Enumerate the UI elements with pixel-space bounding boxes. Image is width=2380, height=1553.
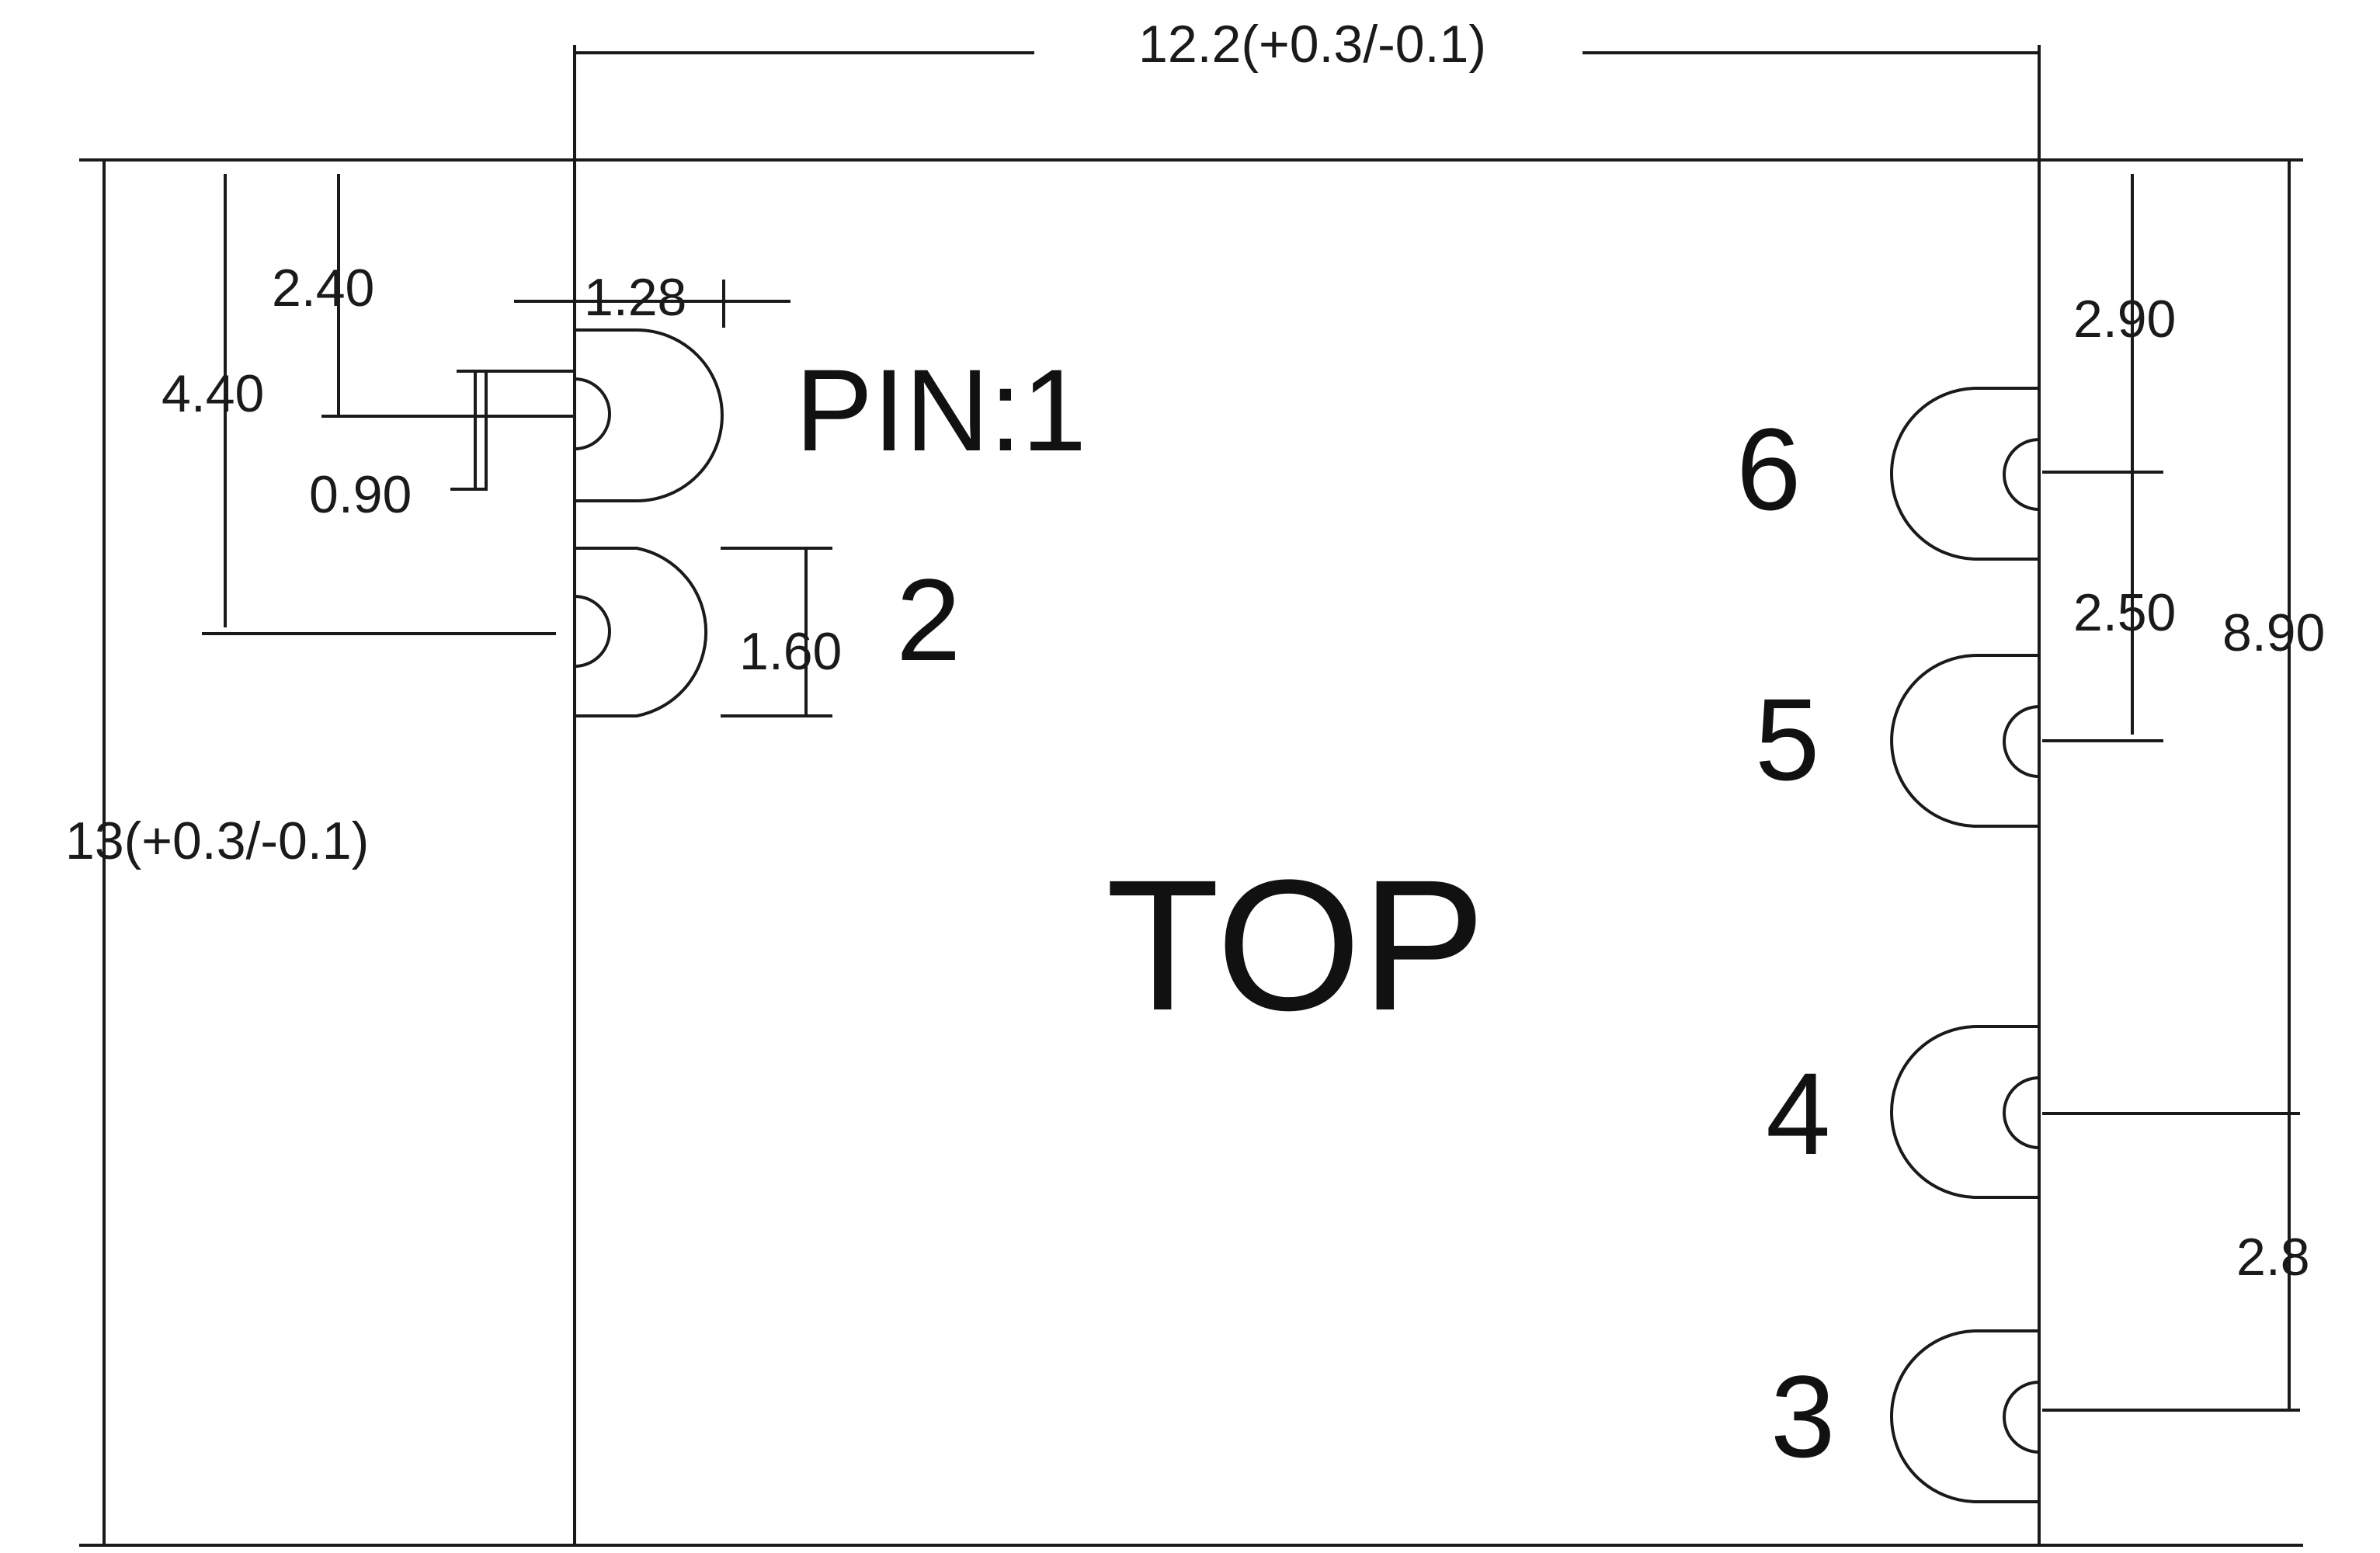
pin2-offset-dimension-lines [202, 174, 556, 635]
right-span-label: 8.90 [2222, 603, 2325, 662]
pin-1-label: PIN:1 [795, 345, 1086, 475]
pin-3-pad [1890, 1329, 2041, 1503]
pin1-offset-label: 2.40 [272, 259, 374, 318]
width-dimension: 12.2(+0.3/-0.1) [1138, 15, 1486, 74]
pad-width-label: 1.28 [584, 268, 686, 327]
pin-2-pad [572, 547, 708, 717]
pin-3-label: 3 [1770, 1351, 1835, 1482]
pin-6-pad [1890, 387, 2041, 561]
pin-5-pad [1890, 654, 2041, 828]
package-outline [79, 45, 2303, 1547]
pin6-offset-label: 2.90 [2073, 290, 2176, 349]
pin2-offset-label: 4.40 [162, 364, 264, 423]
pin-2-label: 2 [896, 554, 961, 685]
pin1-offset-dimension-lines [321, 174, 576, 418]
pin-4-label: 4 [1766, 1048, 1830, 1179]
pin-6-label: 6 [1736, 404, 1801, 534]
pin-1-pad [572, 328, 724, 502]
bottom-pitch-label: 2.8 [2236, 1228, 2310, 1287]
pad-height-label: 1.60 [739, 622, 842, 681]
height-dimension: 13(+0.3/-0.1) [65, 811, 369, 870]
right-span-dimension-lines [2042, 158, 2300, 1412]
pin6-offset-dimension-lines [2042, 174, 2163, 742]
slot-width-dimension-lines [450, 370, 576, 491]
pin-5-label: 5 [1755, 674, 1819, 804]
top-view-label: TOP [1106, 841, 1485, 1049]
pad-height-dimension-lines [721, 547, 832, 717]
slot-width-label: 0.90 [309, 465, 412, 524]
pin-4-pad [1890, 1025, 2041, 1199]
pin-pitch-label: 2.50 [2073, 583, 2176, 642]
pad-width-dimension-lines [514, 280, 790, 328]
